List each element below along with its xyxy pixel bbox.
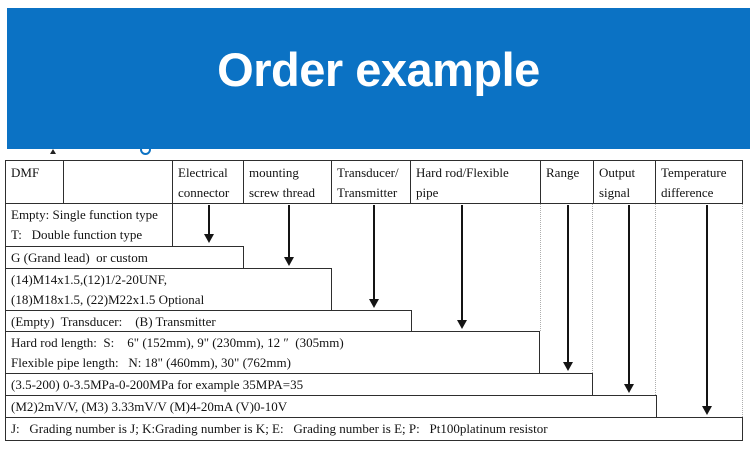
header-cell-blank <box>63 160 173 204</box>
dotted-guide-line <box>592 203 593 373</box>
down-arrow-icon <box>461 205 463 320</box>
header-cell-mounting-screw-thread: mounting screw thread <box>243 160 332 204</box>
order-example-banner: Order example <box>7 8 750 149</box>
down-arrow-icon <box>208 205 210 234</box>
row-mounting-screw-thread: (14)M14x1.5,(12)1/2-20UNF, (18)M18x1.5, … <box>5 268 332 311</box>
down-arrow-icon <box>628 205 630 384</box>
header-cell-dmf: DMF <box>5 160 64 204</box>
row-output-signal: (M2)2mV/V, (M3) 3.33mV/V (M)4-20mA (V)0-… <box>5 395 657 418</box>
row-electrical-connector: G (Grand lead) or custom <box>5 246 244 269</box>
dotted-guide-line <box>742 203 743 417</box>
row-temperature-difference: J: Grading number is J; K:Grading number… <box>5 417 743 441</box>
down-arrow-icon <box>373 205 375 299</box>
header-cell-temperature-difference: Temperature difference <box>655 160 743 204</box>
header-cell-range: Range <box>540 160 594 204</box>
dotted-guide-line <box>655 203 656 395</box>
down-arrow-icon <box>567 205 569 362</box>
down-arrow-icon <box>288 205 290 257</box>
row-transducer-transmitter: (Empty) Transducer: (B) Transmitter <box>5 310 412 332</box>
header-cell-hard-rod-flexible-pipe: Hard rod/Flexible pipe <box>410 160 541 204</box>
down-arrow-icon <box>706 205 708 406</box>
row-function-type: Empty: Single function type T: Double fu… <box>5 203 173 247</box>
hidden-text-fragments <box>45 146 155 157</box>
dotted-guide-line <box>540 203 541 331</box>
row-hard-rod-flexible-pipe: Hard rod length: S: 6" (152mm), 9" (230m… <box>5 331 540 374</box>
header-cell-electrical-connector: Electrical connector <box>172 160 244 204</box>
header-cell-output-signal: Output signal <box>593 160 656 204</box>
row-range: (3.5-200) 0-3.5MPa-0-200MPa for example … <box>5 373 593 396</box>
letter-fragment <box>50 149 56 154</box>
header-cell-transducer-transmitter: Transducer/ Transmitter <box>331 160 411 204</box>
page-title: Order example <box>217 43 540 96</box>
letter-fragment <box>140 146 151 155</box>
